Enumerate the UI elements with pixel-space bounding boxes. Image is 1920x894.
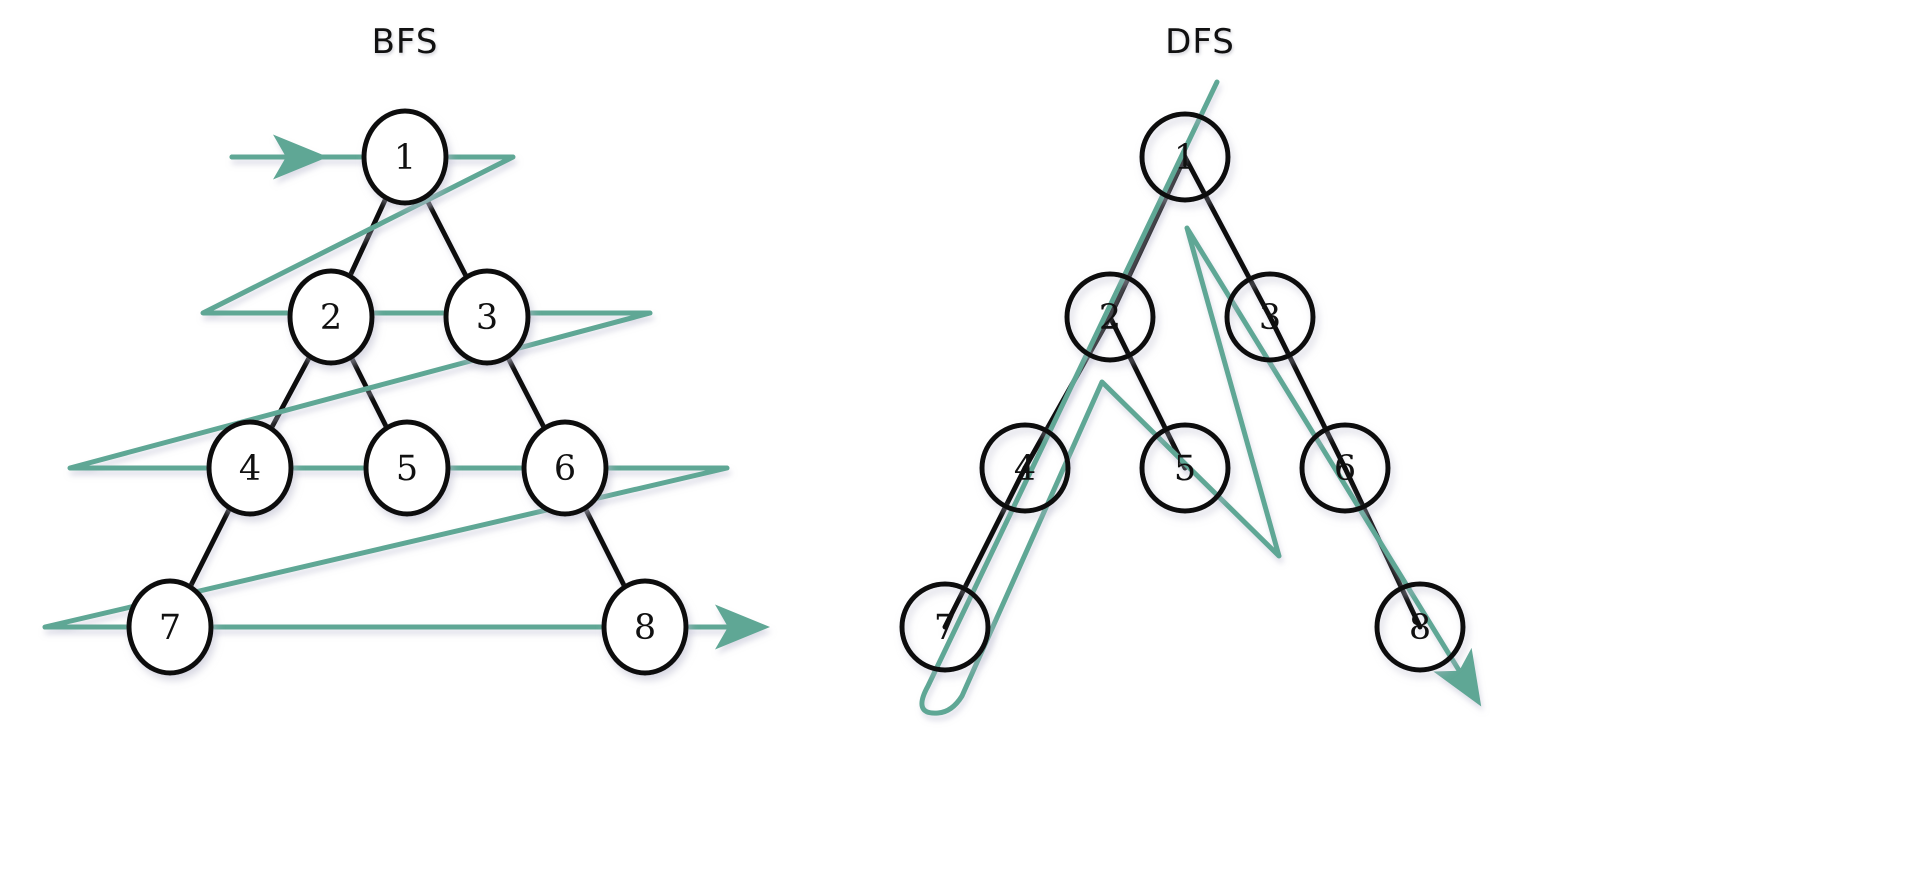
bfs-node-1-label: 1 — [394, 138, 416, 178]
dfs-edge-1-2 — [1107, 154, 1188, 320]
dfs-node-4-label: 4 — [1014, 449, 1036, 489]
dfs-edge-3-6 — [1267, 314, 1348, 471]
bfs-traversal-polyline — [42, 154, 770, 650]
bfs-node-2-label: 2 — [320, 298, 342, 338]
dfs-node-4[interactable]: 4 — [979, 422, 1071, 514]
bfs-node-5-label: 5 — [396, 449, 418, 489]
dfs-node-8[interactable]: 8 — [1374, 581, 1466, 673]
dfs-node-7[interactable]: 7 — [899, 581, 991, 673]
dfs-edge-2-5 — [1107, 314, 1188, 471]
dfs-node-5-label: 5 — [1174, 449, 1196, 489]
bfs-nodes: 1 2 3 4 5 — [126, 108, 689, 676]
bfs-node-7[interactable]: 7 — [126, 578, 214, 676]
bfs-node-2[interactable]: 2 — [287, 268, 375, 366]
bfs-node-4[interactable]: 4 — [206, 419, 294, 517]
bfs-node-8-label: 8 — [634, 608, 656, 648]
dfs-node-5[interactable]: 5 — [1139, 422, 1231, 514]
panel-dfs: 1 2 3 4 5 — [899, 79, 1482, 716]
dfs-node-6[interactable]: 6 — [1299, 422, 1391, 514]
bfs-panel-title: BFS — [371, 22, 439, 62]
dfs-tree-edges — [942, 154, 1423, 630]
bfs-node-3-label: 3 — [476, 298, 498, 338]
dfs-node-3-label: 3 — [1259, 298, 1281, 338]
panel-bfs: 1 2 3 4 5 — [42, 108, 770, 676]
dfs-node-1-label: 1 — [1174, 138, 1196, 178]
dfs-node-7-label: 7 — [934, 608, 956, 648]
dfs-nodes: 1 2 3 4 5 — [899, 111, 1466, 673]
dfs-panel-title: DFS — [1165, 22, 1235, 62]
dfs-node-1[interactable]: 1 — [1139, 111, 1231, 203]
bfs-node-4-label: 4 — [239, 449, 261, 489]
bfs-node-8[interactable]: 8 — [601, 578, 689, 676]
bfs-node-5[interactable]: 5 — [363, 419, 451, 517]
dfs-traversal-polyline — [919, 79, 1482, 716]
bfs-node-6-label: 6 — [554, 449, 576, 489]
dfs-traversal-path — [919, 79, 1482, 716]
bfs-node-7-label: 7 — [159, 608, 181, 648]
dfs-node-2-label: 2 — [1099, 298, 1121, 338]
bfs-traversal-path — [42, 134, 770, 650]
dfs-node-2[interactable]: 2 — [1064, 271, 1156, 363]
bfs-node-3[interactable]: 3 — [443, 268, 531, 366]
bfs-node-1[interactable]: 1 — [361, 108, 449, 206]
bfs-tree-edges — [167, 154, 648, 630]
bfs-node-6[interactable]: 6 — [521, 419, 609, 517]
dfs-edge-1-3 — [1182, 154, 1273, 320]
dfs-edge-4-7 — [942, 465, 1028, 630]
dfs-node-8-label: 8 — [1409, 608, 1431, 648]
dfs-node-3[interactable]: 3 — [1224, 271, 1316, 363]
dfs-node-6-label: 6 — [1334, 449, 1356, 489]
